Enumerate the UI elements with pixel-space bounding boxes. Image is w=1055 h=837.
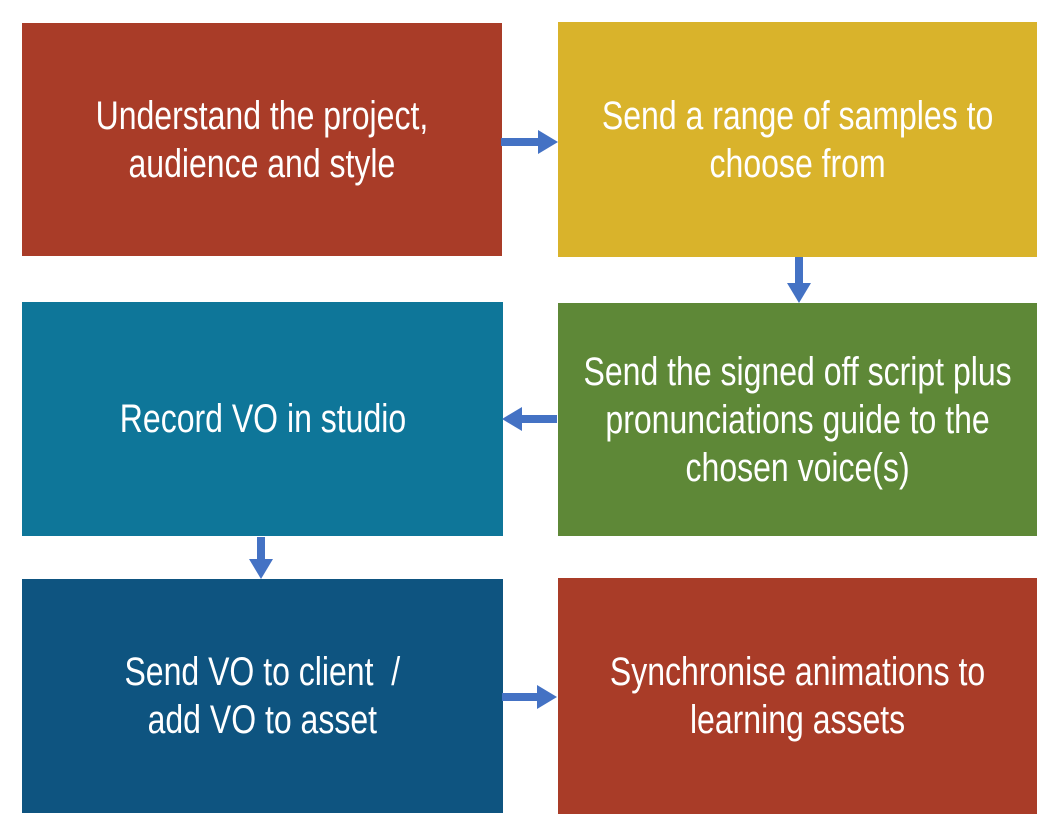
step-send-script-label: Send the signed off script plus pronunci… — [583, 349, 1012, 490]
step-send-script: Send the signed off script plus pronunci… — [558, 303, 1037, 536]
arrow-head — [787, 283, 811, 303]
arrow-right-icon — [501, 130, 558, 154]
arrow-head — [249, 559, 273, 579]
arrow-head — [538, 130, 558, 154]
arrow-right-icon — [502, 685, 557, 709]
step-synchronise-animations-label: Synchronise animations to learning asset… — [609, 650, 986, 742]
arrow-left-icon — [502, 407, 557, 431]
step-record-vo: Record VO in studio — [22, 302, 503, 536]
step-send-vo: Send VO to client / add VO to asset — [22, 579, 503, 813]
arrow-head — [502, 407, 522, 431]
step-send-samples-label: Send a range of samples to choose from — [601, 93, 994, 186]
arrow-shaft — [501, 138, 540, 146]
step-send-vo-label: Send VO to client / add VO to asset — [124, 650, 401, 742]
arrow-down-icon — [787, 257, 811, 303]
arrow-shaft — [520, 415, 557, 423]
step-synchronise-animations: Synchronise animations to learning asset… — [558, 578, 1037, 814]
arrow-shaft — [257, 537, 265, 561]
step-send-samples: Send a range of samples to choose from — [558, 22, 1037, 257]
arrow-down-icon — [249, 537, 273, 579]
step-understand-project-label: Understand the project, audience and sty… — [95, 93, 429, 186]
step-record-vo-label: Record VO in studio — [119, 397, 406, 441]
arrow-shaft — [795, 257, 803, 285]
step-understand-project: Understand the project, audience and sty… — [22, 23, 502, 256]
arrow-shaft — [502, 693, 539, 701]
arrow-head — [537, 685, 557, 709]
